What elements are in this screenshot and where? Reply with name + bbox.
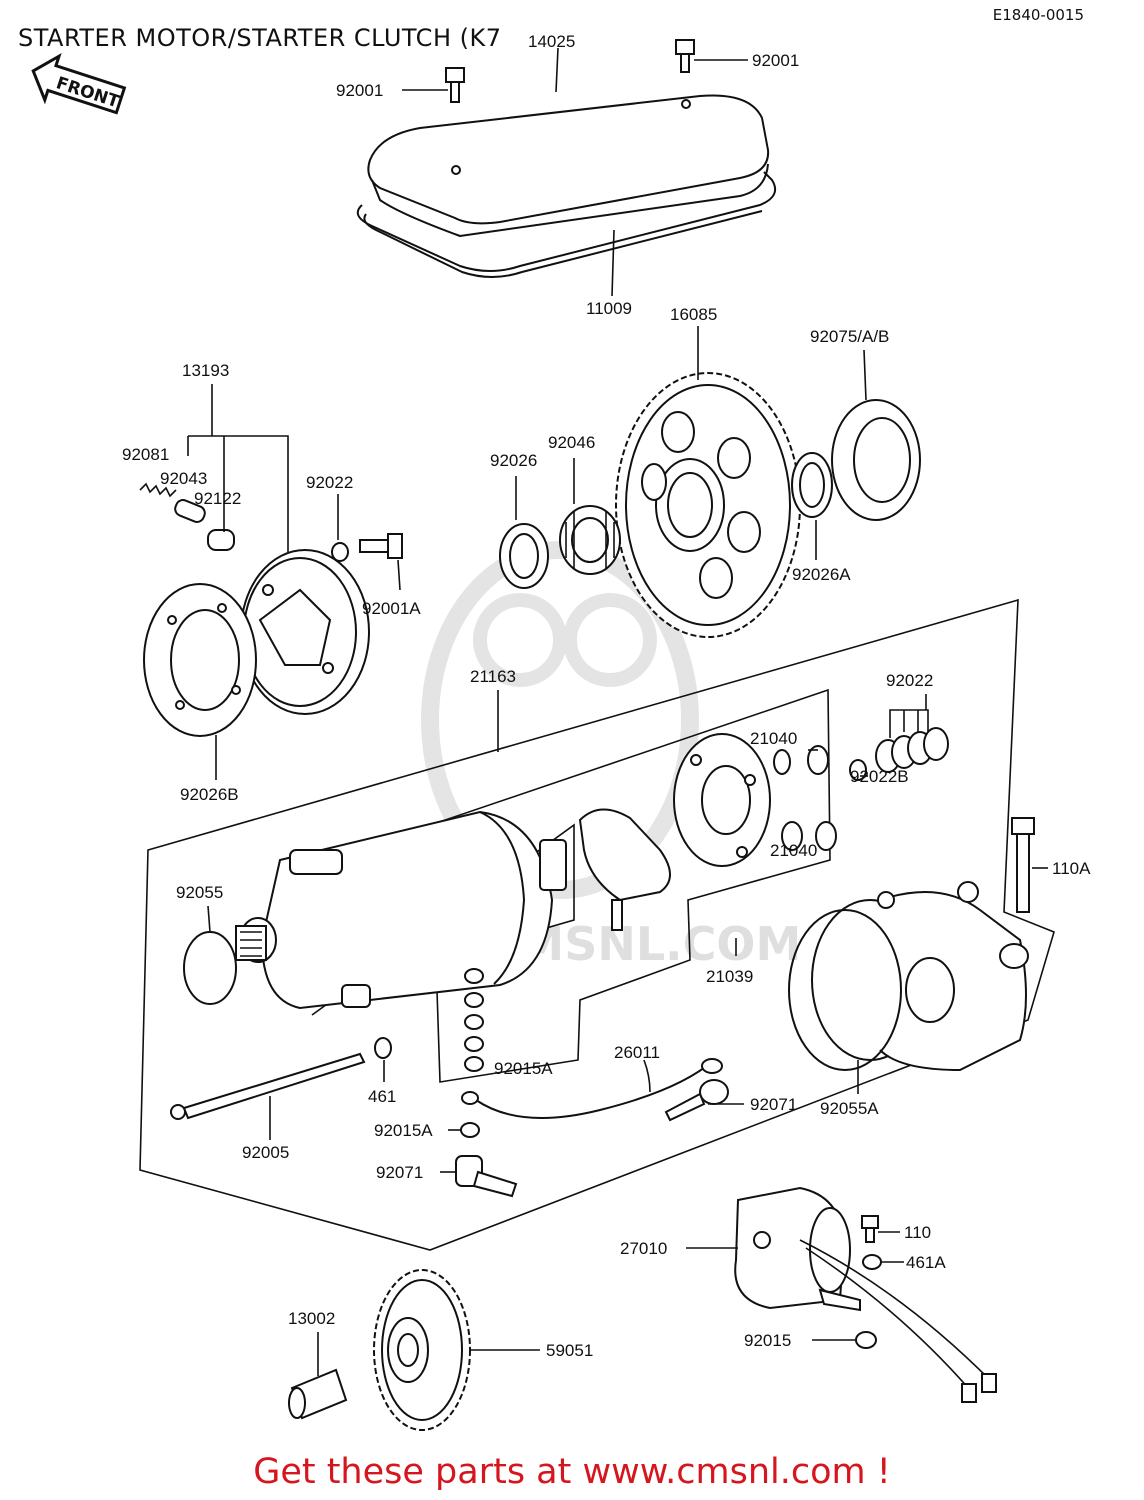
label-59051: 59051: [546, 1341, 593, 1360]
label-92081: 92081: [122, 445, 169, 464]
label-92122: 92122: [194, 489, 241, 508]
bolt-110a: [1011, 817, 1035, 913]
label-92043: 92043: [160, 469, 207, 488]
terminal-boot-92071-right: [664, 1079, 729, 1122]
pin-92043: [174, 499, 206, 523]
label-461: 461: [368, 1087, 396, 1106]
cover-gasket: [356, 171, 776, 272]
label-21039: 21039: [706, 967, 753, 986]
starter-relay: [734, 1186, 997, 1403]
o-ring-92055: [183, 931, 237, 1005]
front-arrow-badge: FRONT: [31, 52, 127, 115]
starter-end-cover: [811, 881, 1029, 1072]
washer-461a: [862, 1254, 882, 1270]
starter-motor: [235, 810, 567, 1010]
brush-holder: [578, 808, 671, 931]
bolt-92001a: [359, 533, 403, 559]
end-plate-21040: [673, 733, 771, 867]
washer-92022-top: [331, 542, 349, 562]
label-92005: 92005: [242, 1143, 289, 1162]
label-92015a-bottom: 92015A: [374, 1121, 433, 1140]
roller-92122: [207, 529, 235, 551]
label-14025: 14025: [528, 32, 575, 51]
label-26011: 26011: [614, 1043, 660, 1062]
washer-461: [374, 1037, 392, 1059]
label-92001-left: 92001: [336, 81, 383, 100]
through-bolt-92005: [170, 1052, 366, 1120]
diagram-code: E1840-0015: [992, 6, 1084, 24]
label-92026a: 92026A: [792, 565, 851, 584]
o-ring-92055a: [788, 909, 902, 1071]
washer-92015a-bottom: [460, 1122, 480, 1138]
bolt-92001-left: [445, 67, 465, 103]
bolt-92001-right: [675, 39, 695, 73]
washer-stack-92015a: [464, 968, 484, 1072]
label-92026: 92026: [490, 451, 537, 470]
label-92022b: 92022B: [850, 767, 909, 786]
starter-clutch-gear: [615, 372, 801, 638]
idle-gear-59051: [373, 1269, 471, 1431]
label-92001-right: 92001: [752, 51, 799, 70]
bolt-110: [861, 1215, 879, 1243]
diagram-title: STARTER MOTOR/STARTER CLUTCH (K7: [18, 24, 502, 52]
label-92001a: 92001A: [362, 599, 421, 618]
assembly-outline: [139, 598, 1055, 1251]
label-92075: 92075/A/B: [810, 327, 889, 346]
label-21163: 21163: [470, 667, 516, 686]
needle-bearing-92046: [559, 505, 621, 575]
label-92071-right: 92071: [750, 1095, 797, 1114]
label-92055: 92055: [176, 883, 223, 902]
parts-store-link[interactable]: Get these parts at www.cmsnl.com !: [253, 1452, 891, 1492]
label-92026b: 92026B: [180, 785, 239, 804]
thrust-washer-92075: [831, 399, 921, 521]
label-13193: 13193: [182, 361, 229, 380]
label-110a: 110A: [1052, 859, 1091, 878]
leader-lines: [187, 47, 1048, 1376]
label-92046: 92046: [548, 433, 595, 452]
nut-92015: [855, 1331, 877, 1349]
label-92071-left: 92071: [376, 1163, 423, 1182]
one-way-clutch: [240, 549, 370, 715]
label-92022-top: 92022: [306, 473, 353, 492]
shaft-13002: [288, 1368, 348, 1420]
label-110: 110: [904, 1223, 931, 1242]
label-461a: 461A: [906, 1253, 946, 1272]
starter-cable: [461, 1058, 723, 1119]
label-92055a: 92055A: [820, 1099, 879, 1118]
label-11009: 11009: [586, 299, 632, 318]
spring-92081: [139, 482, 177, 498]
part-labels: 14025 92001 92001 11009 16085 92075/A/B …: [122, 32, 1091, 1360]
label-16085: 16085: [670, 305, 717, 324]
terminal-boot-92071-left: [455, 1155, 518, 1198]
label-92015a-top: 92015A: [494, 1059, 553, 1078]
washer-stack-92022: [849, 727, 949, 781]
label-27010: 27010: [620, 1239, 667, 1258]
label-21040-bottom: 21040: [770, 841, 817, 860]
label-21040-top: 21040: [750, 729, 797, 748]
clutch-plate-92026b: [143, 583, 257, 737]
starter-clutch-cover: [367, 94, 770, 238]
label-92022-right: 92022: [886, 671, 933, 690]
label-92015: 92015: [744, 1331, 791, 1350]
label-13002: 13002: [288, 1309, 335, 1328]
